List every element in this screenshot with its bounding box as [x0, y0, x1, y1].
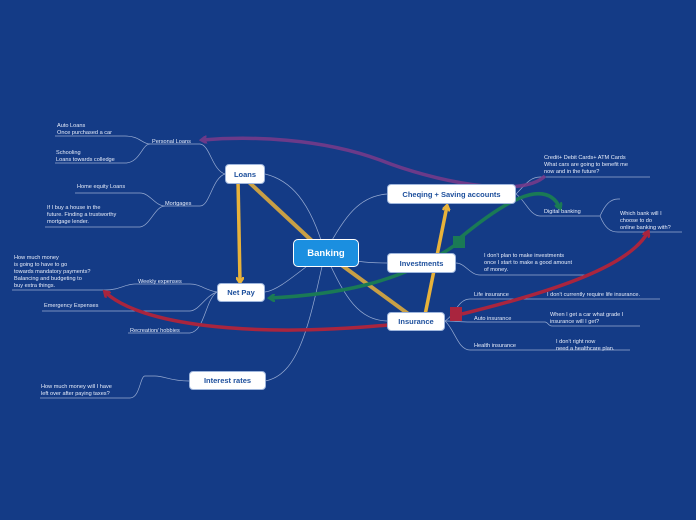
life-insurance-label[interactable]: Life insurance: [474, 292, 509, 298]
arrow-investments-to-digital: [458, 192, 560, 240]
note-line: Which bank will I: [620, 211, 662, 217]
auto-insurance-note[interactable]: When I get a car what grade I insurance …: [550, 312, 623, 326]
green-square-marker: [453, 236, 465, 248]
arrow-loans-to-netpay: [238, 179, 240, 282]
note-line: need a healthcare plan.: [556, 346, 615, 352]
arrow-insurance-to-netpay: [105, 292, 389, 332]
note-line: Credit+ Debit Cards+ ATM Cards: [544, 155, 626, 161]
note-line: now and in the future?: [544, 169, 600, 175]
auto-loans-note[interactable]: Auto Loans Once purchased a car: [57, 123, 112, 137]
auto-insurance-label[interactable]: Auto insurance: [474, 316, 512, 322]
note-line: online banking with?: [620, 225, 671, 231]
note-line: towards mandatory payments?: [14, 269, 91, 275]
digital-banking-label[interactable]: Digital banking: [544, 209, 581, 215]
note-line: When I get a car what grade I: [550, 312, 624, 318]
weekly-expenses-note[interactable]: How much money is going to have to go to…: [14, 255, 91, 290]
investments-note[interactable]: I don't plan to make investments once I …: [484, 253, 572, 274]
topic-insurance[interactable]: Insurance: [387, 312, 445, 331]
health-insurance-label[interactable]: Health insurance: [474, 343, 516, 349]
house-mortgage-note[interactable]: If I buy a house in the future. Finding …: [47, 205, 116, 226]
emergency-expenses-label[interactable]: Emergency Expenses: [44, 303, 99, 309]
note-line: Balancing and budgeting to: [14, 276, 82, 282]
cards-note[interactable]: Credit+ Debit Cards+ ATM Cards What cars…: [544, 155, 628, 176]
note-line: I don't right now: [556, 339, 596, 345]
note-line: of money.: [484, 267, 509, 273]
life-insurance-note[interactable]: I don't currently require life insurance…: [547, 292, 640, 299]
recreation-hobbies-label[interactable]: Recreation/ hobbies: [130, 328, 180, 334]
note-line: How much money will I have: [41, 384, 112, 390]
online-bank-note[interactable]: Which bank will I choose to do online ba…: [620, 211, 671, 232]
health-insurance-note[interactable]: I don't right now need a healthcare plan…: [556, 339, 614, 353]
note-line: How much money: [14, 255, 59, 261]
central-topic-banking[interactable]: Banking: [293, 239, 359, 267]
home-equity-note[interactable]: Home equity Loans: [77, 184, 125, 191]
note-line: is going to have to go: [14, 262, 68, 268]
topic-chequing-saving[interactable]: Cheqing + Saving accounts: [387, 184, 516, 204]
note-line: buy extra things.: [14, 283, 56, 289]
note-line: Schooling: [56, 150, 81, 156]
arrow-insurance-to-online-bank: [461, 232, 648, 316]
note-line: once I start to make a good amount: [484, 260, 572, 266]
note-line: Once purchased a car: [57, 130, 113, 136]
note-line: future. Finding a trustworthy: [47, 212, 117, 218]
interest-note[interactable]: How much money will I have left over aft…: [41, 384, 112, 398]
note-line: I don't plan to make investments: [484, 253, 565, 259]
topic-loans[interactable]: Loans: [225, 164, 265, 184]
weekly-expenses-label[interactable]: Weekly expenses: [138, 279, 182, 285]
note-line: Home equity Loans: [77, 184, 126, 190]
note-line: mortgage lender.: [47, 219, 89, 225]
note-line: If I buy a house in the: [47, 205, 101, 211]
note-line: insurance will I get?: [550, 319, 600, 325]
note-line: choose to do: [620, 218, 653, 224]
note-line: Loans towards colledge: [56, 157, 115, 163]
note-line: I don't currently require life insurance…: [547, 292, 641, 298]
personal-loans-label[interactable]: Personal Loans: [152, 139, 191, 145]
red-square-marker: [450, 307, 462, 321]
schooling-note[interactable]: Schooling Loans towards colledge: [56, 150, 115, 164]
topic-interest-rates[interactable]: Interest rates: [189, 371, 266, 390]
topic-investments[interactable]: Investments: [387, 253, 456, 273]
note-line: left over after paying taxes?: [41, 391, 110, 397]
topic-net-pay[interactable]: Net Pay: [217, 283, 265, 302]
note-line: Auto Loans: [57, 123, 86, 129]
mortgages-label[interactable]: Mortgages: [165, 201, 192, 207]
note-line: What cars are going to benefit me: [544, 162, 628, 168]
